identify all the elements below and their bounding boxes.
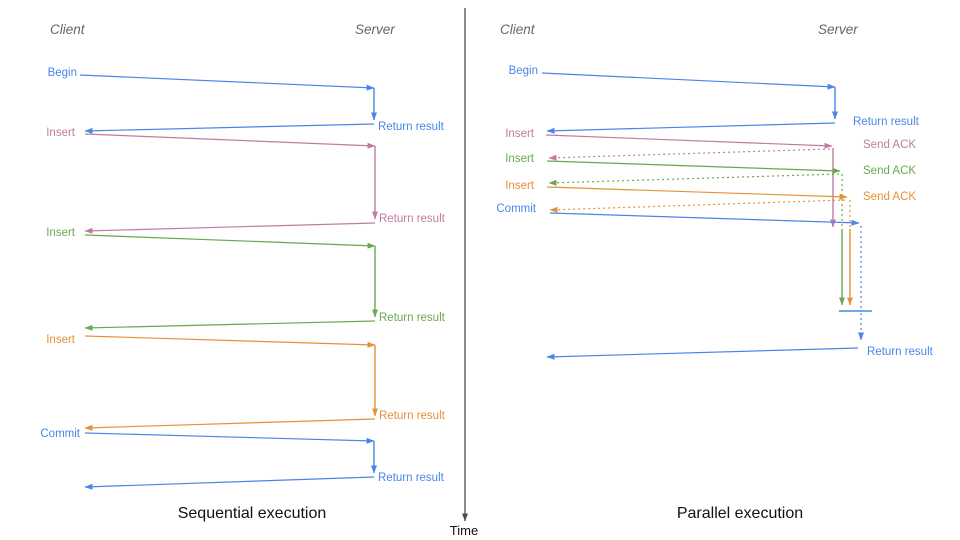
par-server-header: Server — [818, 22, 858, 37]
parallel-panel: Client Server Begin Return result Insert… — [496, 22, 933, 522]
seq-insert3-request-arrow — [84, 335, 376, 348]
seq-begin-label: Begin — [48, 67, 77, 79]
par-insert2-ack-arrow — [548, 173, 840, 186]
seq-insert2-return-label: Return result — [379, 312, 446, 324]
seq-insert1-request-arrow — [84, 133, 376, 149]
par-client-header: Client — [500, 22, 536, 37]
seq-commit-request-arrow — [84, 432, 375, 444]
sequential-panel: Client Server Begin Return result Insert… — [40, 22, 445, 522]
seq-insert1-return-arrow — [84, 222, 376, 234]
par-begin-return-label: Return result — [853, 116, 920, 128]
parallel-title: Parallel execution — [677, 505, 803, 522]
seq-insert3-return-arrow — [84, 418, 376, 431]
time-axis-label: Time — [450, 523, 478, 538]
par-insert3-ack-arrow — [549, 199, 846, 213]
par-insert3-request-arrow — [546, 186, 848, 200]
seq-server-header: Server — [355, 22, 395, 37]
par-insert2-request-arrow — [546, 160, 841, 174]
seq-begin-return-arrow — [84, 123, 375, 134]
seq-client-header: Client — [50, 22, 86, 37]
par-insert1-label: Insert — [505, 128, 535, 140]
par-insert3-ack-label: Send ACK — [863, 191, 916, 203]
seq-insert1-return-label: Return result — [379, 213, 446, 225]
par-commit-request-arrow — [549, 212, 860, 226]
seq-begin-return-label: Return result — [378, 121, 445, 133]
sequential-title: Sequential execution — [178, 505, 327, 522]
par-commit-label: Commit — [496, 203, 536, 215]
seq-commit-return-label: Return result — [378, 472, 445, 484]
par-insert2-label: Insert — [505, 153, 535, 165]
seq-insert3-label: Insert — [46, 334, 76, 346]
par-begin-return-arrow — [546, 122, 836, 134]
seq-insert2-return-arrow — [84, 320, 376, 331]
seq-begin-request-arrow — [79, 74, 375, 91]
par-begin-request-arrow — [541, 72, 836, 90]
seq-insert3-return-label: Return result — [379, 410, 446, 422]
seq-commit-return-arrow — [84, 476, 375, 490]
par-insert2-ack-label: Send ACK — [863, 165, 916, 177]
seq-insert2-request-arrow — [84, 234, 376, 249]
par-insert1-ack-arrow — [548, 148, 831, 161]
seq-insert1-label: Insert — [46, 127, 76, 139]
par-final-return-label: Return result — [867, 346, 934, 358]
seq-insert2-label: Insert — [46, 227, 76, 239]
par-final-return-arrow — [546, 347, 859, 360]
par-insert3-label: Insert — [505, 180, 535, 192]
par-begin-label: Begin — [509, 65, 538, 77]
par-insert1-ack-label: Send ACK — [863, 139, 916, 151]
par-insert1-request-arrow — [545, 134, 833, 149]
seq-commit-label: Commit — [40, 428, 80, 440]
